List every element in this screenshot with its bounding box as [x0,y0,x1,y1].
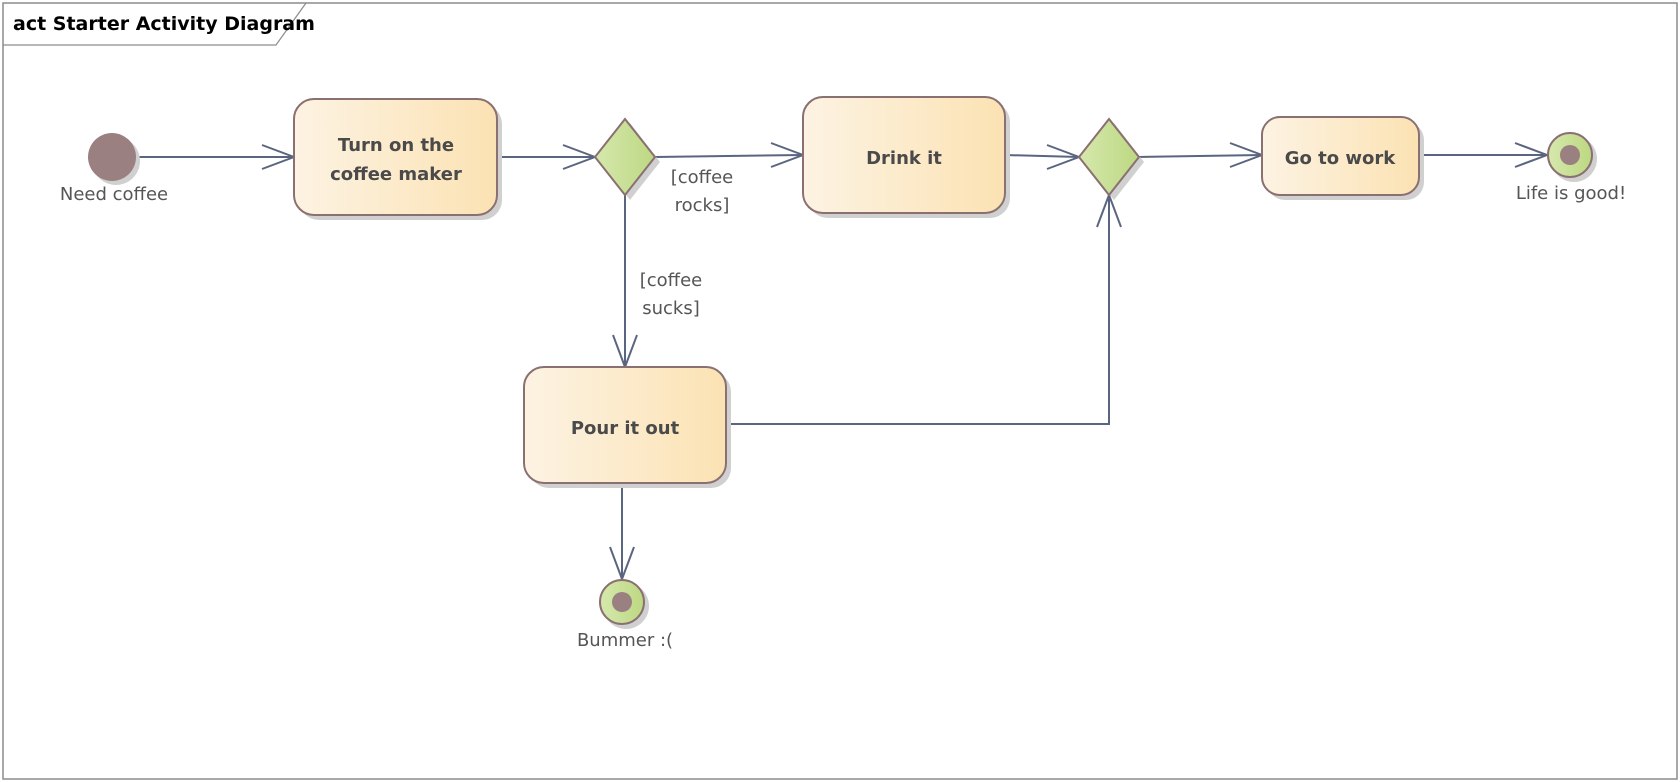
frame-title-tab [3,2,307,46]
edge-merge-to-go-work[interactable] [1138,154,1263,158]
final-node-life-is-good[interactable]: Life is good! [1516,132,1626,204]
action-go-to-work[interactable]: Go to work [1261,116,1424,200]
guard-coffee-sucks: sucks] [642,298,700,319]
guard-coffee-sucks: [coffee [640,270,702,291]
edge-drink-to-merge[interactable] [1004,154,1080,158]
decision-node[interactable] [593,117,660,200]
initial-node-label: Need coffee [60,184,168,205]
action-label: coffee maker [330,164,462,185]
initial-node[interactable]: Need coffee [60,133,168,205]
guard-coffee-rocks: [coffee [671,167,733,188]
action-pour-it-out[interactable]: Pour it out [523,366,731,488]
guard-coffee-rocks: rocks] [675,195,730,216]
action-label: Pour it out [571,418,680,439]
action-label: Go to work [1285,148,1397,169]
action-drink-it[interactable]: Drink it [802,96,1010,218]
edge-decision-to-drink[interactable] [654,154,804,158]
final-node-label: Life is good! [1516,183,1626,204]
edge-pour-to-merge[interactable] [726,195,1110,425]
merge-node[interactable] [1077,117,1144,200]
action-turn-on-coffee-maker[interactable]: Turn on the coffee maker [293,98,502,220]
final-node-label: Bummer :( [577,630,673,651]
action-label: Drink it [866,148,942,169]
final-node-bummer[interactable]: Bummer :( [577,579,673,651]
action-label: Turn on the [338,135,454,156]
diagram-title: act Starter Activity Diagram [13,13,315,35]
